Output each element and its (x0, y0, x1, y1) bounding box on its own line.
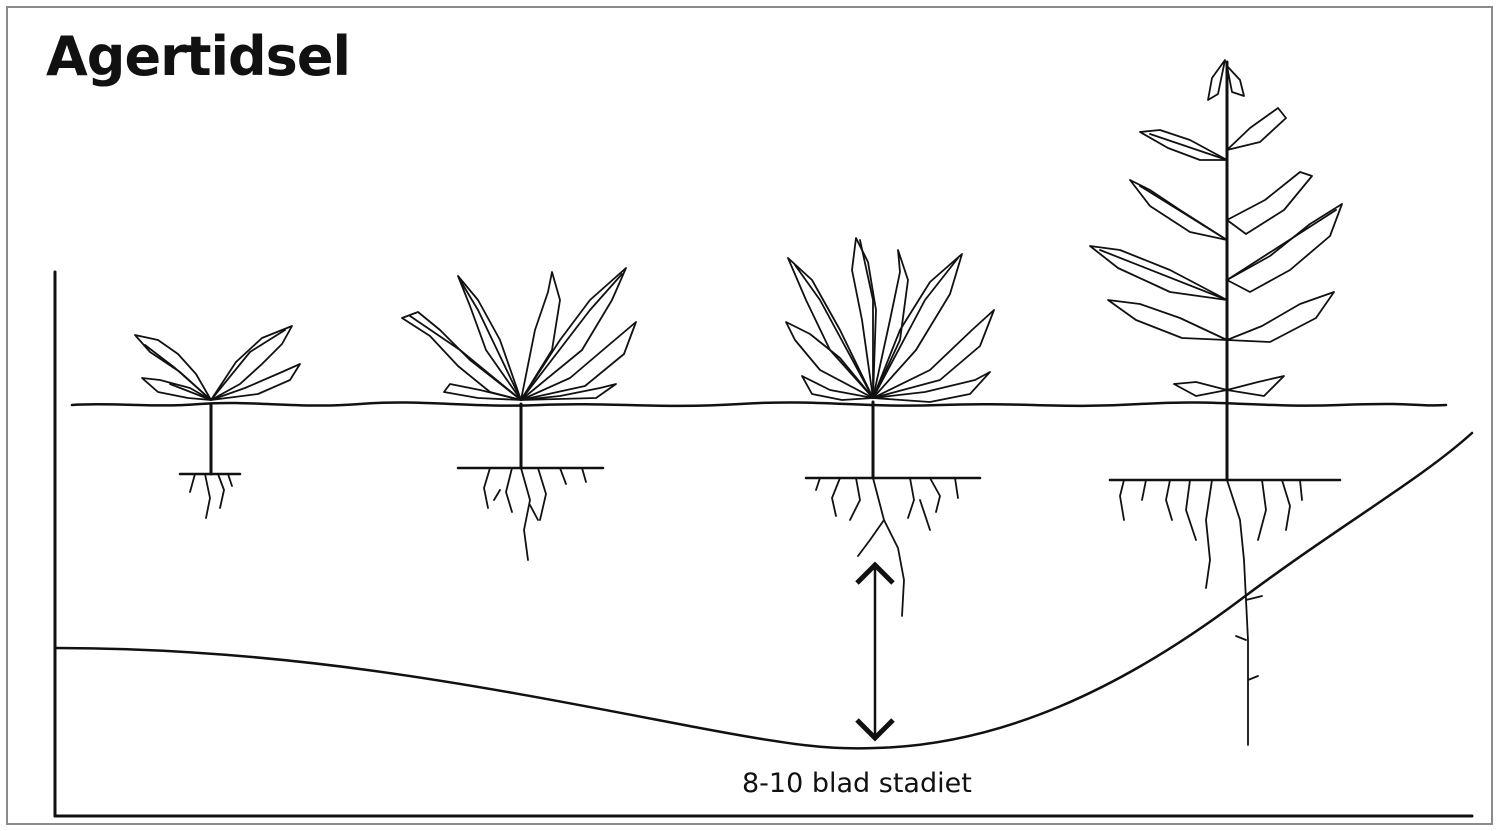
leaf (1227, 108, 1286, 150)
leaf (1227, 376, 1284, 396)
soil-surface-line (72, 402, 1446, 405)
leaf (873, 250, 908, 398)
stage-caption: 8-10 blad stadiet (742, 770, 972, 797)
leaf (786, 322, 873, 398)
leaf (1174, 382, 1227, 396)
leaf (873, 372, 990, 402)
leaf (788, 258, 873, 398)
leaf (211, 326, 292, 400)
leaf (521, 272, 560, 400)
plant-seedling (135, 326, 300, 518)
plant-rosette-large (786, 238, 994, 616)
leaf (1227, 172, 1312, 234)
plant-rosette-small (402, 268, 636, 560)
leaf (1108, 300, 1227, 340)
leaf (1208, 60, 1225, 100)
leaf (1227, 292, 1334, 342)
leaf (1227, 66, 1244, 96)
leaf (521, 322, 636, 400)
